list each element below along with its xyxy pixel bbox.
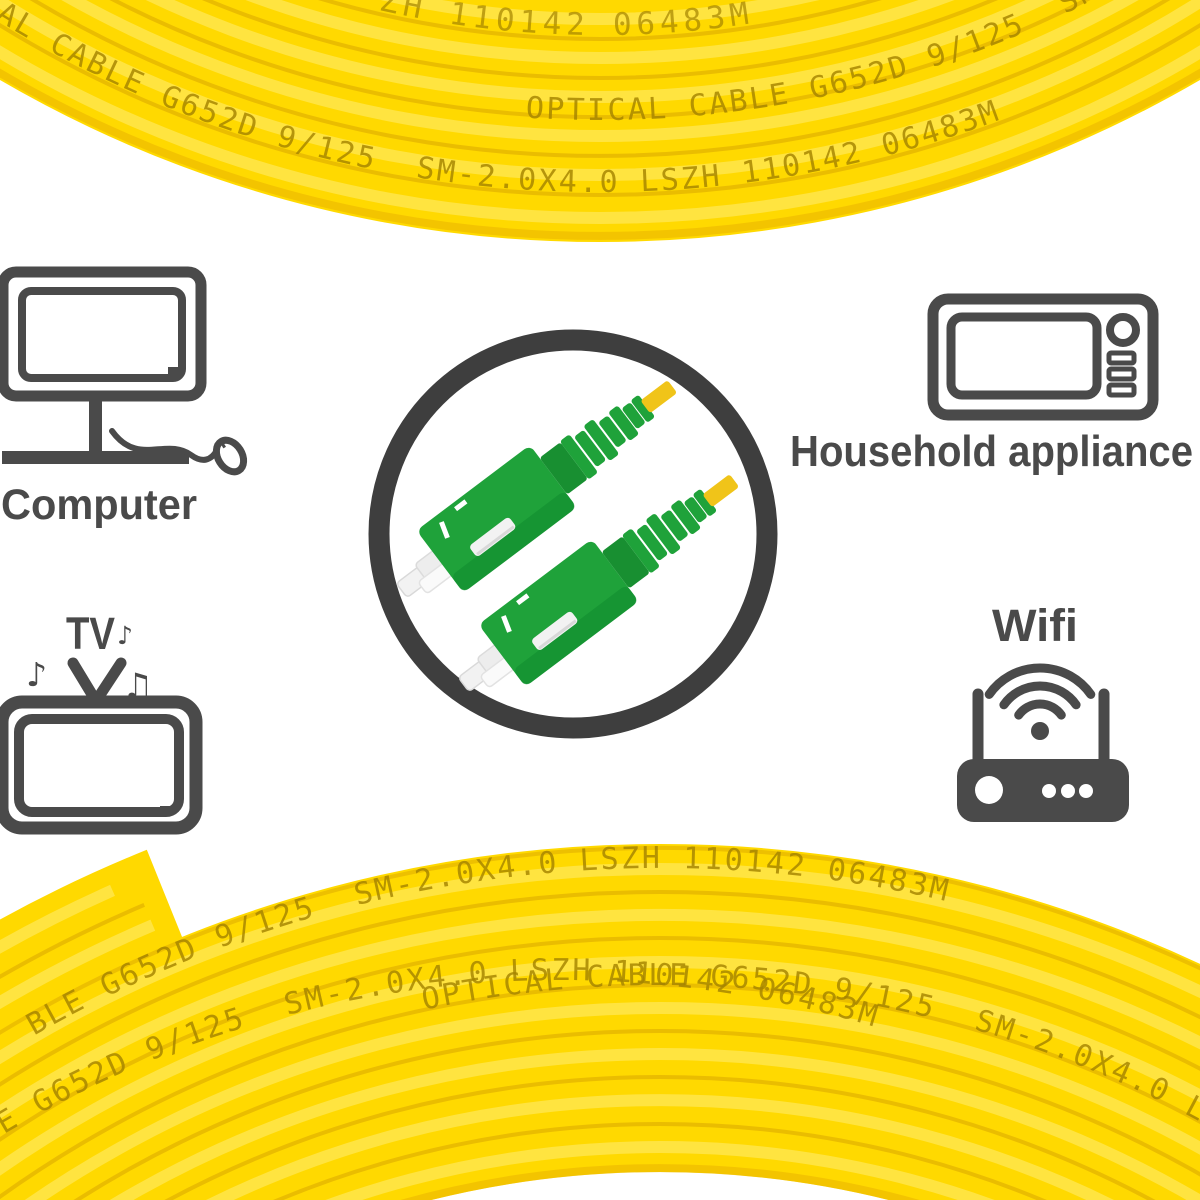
music-note-small-icon: ♪ <box>117 621 133 650</box>
cable-strand-arc <box>145 0 1055 103</box>
mouse-body <box>212 436 248 476</box>
microwave-button <box>1106 366 1137 382</box>
cable-strand-arc <box>0 983 1200 1200</box>
cable-strand-arc <box>73 1029 1200 1200</box>
microwave-icon <box>927 293 1159 421</box>
wifi-signal-arc-inner <box>1014 699 1066 720</box>
cable-strand-arc <box>0 846 1200 1035</box>
mouse-icon <box>212 436 248 476</box>
cable-strand-arc <box>0 0 1200 242</box>
tv-icon <box>0 657 203 835</box>
badge-ring <box>368 329 778 739</box>
mouse-wheel <box>219 439 226 449</box>
cable-strand-arc <box>0 919 156 1010</box>
cable-strand-arc <box>0 22 1200 197</box>
router-led-dot <box>1042 784 1056 798</box>
router-led-dot <box>1079 784 1093 798</box>
cable-strand-arc <box>0 890 1200 1087</box>
cable-strand-arc <box>109 0 1091 119</box>
cable-strand-arc <box>0 884 115 954</box>
tv-label: TV <box>66 608 115 659</box>
cable-strand-arc <box>30 0 1170 158</box>
wifi-signal-arc-middle <box>999 681 1081 710</box>
cable-strand-arc <box>0 908 1200 1120</box>
microwave-button <box>1106 382 1137 398</box>
monitor-base <box>2 451 189 464</box>
cable-strand-arc <box>318 0 882 41</box>
cable-strand-arc <box>24 1002 1200 1200</box>
music-note-right-icon: ♫ <box>122 667 153 707</box>
cable-strand-arc <box>61 0 1139 143</box>
fiber-connector-pair-circle-badge <box>368 329 778 739</box>
cable-strand-arc <box>0 903 145 980</box>
wifi-label: Wifi <box>992 600 1078 651</box>
wifi-router-icon <box>957 663 1129 822</box>
computer-icon <box>0 266 248 476</box>
wifi-signal-dot <box>1031 722 1049 740</box>
cable-strand-arc <box>245 0 955 65</box>
tv-nub <box>160 806 171 814</box>
cable-strand-arc <box>109 1048 1200 1200</box>
microwave-knob <box>1106 313 1140 347</box>
tv-screen <box>14 714 184 817</box>
monitor-nub <box>168 367 179 375</box>
cable-strand-arc <box>164 1075 1156 1200</box>
cable-strand-arc <box>325 1141 995 1200</box>
cable-strand-arc <box>0 862 1200 1065</box>
cable-strand-arc <box>273 1122 1047 1200</box>
cable-strand-arc <box>380 0 820 25</box>
cable-strand-arc <box>0 44 1200 224</box>
tv-antenna-right <box>90 657 127 707</box>
computer-label: Computer <box>1 481 197 529</box>
cable-strand-arc <box>0 68 1200 240</box>
monitor-screen <box>18 287 186 382</box>
household-appliance-label: Household appliance <box>790 427 1193 476</box>
router-led-large <box>975 776 1003 804</box>
monitor-stand <box>89 395 102 454</box>
router-led-dot <box>1061 784 1075 798</box>
cable-strand-arc <box>400 1164 920 1200</box>
music-note-left-icon: ♪ <box>26 655 47 694</box>
mouse-cable <box>109 428 220 463</box>
bottom-cable-coil <box>0 844 1200 1200</box>
cable-strand-arc <box>0 936 1200 1142</box>
cable-strand-arc <box>0 0 1200 181</box>
cable-strand-arc <box>0 956 1200 1176</box>
cable-strand-arc <box>202 0 998 81</box>
tv-antenna-left <box>67 657 102 707</box>
top-cable-coil <box>0 0 1200 242</box>
microwave-button <box>1106 350 1137 366</box>
wifi-signal-arc-outer <box>984 663 1096 699</box>
cable-strand-arc <box>206 1094 1114 1200</box>
microwave-window <box>946 312 1102 400</box>
